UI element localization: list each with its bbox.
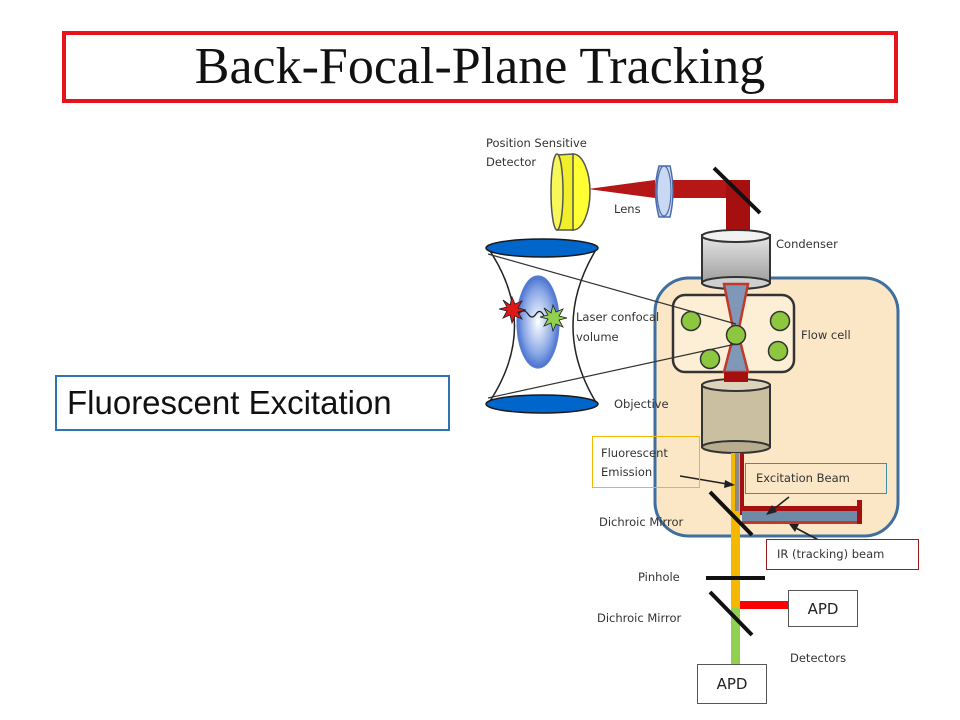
- green-molecule-icon: [539, 303, 568, 333]
- pinhole-label: Pinhole: [638, 570, 680, 584]
- page-title: Back-Focal-Plane Tracking: [194, 38, 766, 95]
- particle: [725, 324, 747, 346]
- detectors-label: Detectors: [790, 651, 846, 665]
- apd-detector-bottom: APD: [697, 664, 767, 704]
- apd-detector-right: APD: [788, 590, 858, 627]
- ir-beam-top: [588, 180, 655, 198]
- objective-collar: [724, 372, 748, 382]
- confocal-hourglass: [487, 247, 598, 405]
- volume-bottom-disk: [485, 394, 599, 414]
- ir-beam-right-vertical: [857, 500, 862, 524]
- ir-beam-label: IR (tracking) beam: [777, 547, 885, 561]
- ir-beam-box: IR (tracking) beam: [766, 539, 919, 570]
- psd-label-line2: Detector: [486, 155, 536, 169]
- laser-label-line2: volume: [576, 330, 619, 344]
- fluor-arrowhead: [724, 480, 735, 488]
- emission-gray: [735, 453, 739, 511]
- flow-cell-label: Flow cell: [801, 328, 851, 342]
- fluorescent-excitation-box: Fluorescent Excitation: [55, 375, 450, 431]
- fluorescent-excitation-label: Fluorescent Excitation: [67, 384, 392, 421]
- emission-beam: [731, 453, 740, 608]
- condenser-top: [701, 229, 771, 243]
- excitation-beam-line: [742, 511, 860, 521]
- fluorescent-emission-line1: Fluorescent: [601, 446, 668, 460]
- top-mirror: [712, 166, 762, 215]
- dichroic-mirror-1: [708, 490, 754, 537]
- excitation-arrowhead: [766, 505, 777, 515]
- excitation-beam-box: Excitation Beam: [745, 463, 887, 494]
- particle: [767, 340, 789, 362]
- excitation-beam-label: Excitation Beam: [756, 471, 850, 485]
- dichroic-mirror-1-label: Dichroic Mirror: [599, 515, 684, 529]
- red-branch-beam: [740, 601, 790, 609]
- ir-beam-horizontal-lower: [742, 506, 860, 511]
- particle: [680, 310, 702, 332]
- excitation-beam-red-edge: [742, 521, 860, 524]
- apd-bottom-label: APD: [716, 675, 748, 693]
- title-box: Back-Focal-Plane Tracking: [62, 31, 898, 103]
- ir-arrowhead: [789, 524, 799, 532]
- apd-right-label: APD: [807, 599, 839, 618]
- fluor-arrow: [679, 475, 734, 486]
- ir-beam-vertical-lower: [740, 453, 744, 515]
- molecule-linker: [517, 310, 545, 318]
- projection-line: [487, 343, 737, 399]
- dichroic-mirror-2-label: Dichroic Mirror: [597, 611, 682, 625]
- red-molecule-icon: [498, 295, 527, 325]
- objective-body: [701, 384, 771, 448]
- fluorescent-emission-box: Fluorescent Emission: [592, 436, 700, 488]
- lens-face: [656, 165, 672, 217]
- volume-top-disk: [485, 238, 599, 258]
- objective-bottom: [701, 440, 771, 454]
- psd-label-line1: Position Sensitive: [486, 136, 587, 150]
- lens-label: Lens: [614, 202, 641, 216]
- objective-label: Objective: [614, 397, 669, 411]
- particle: [699, 348, 721, 370]
- psd-face: [550, 153, 564, 231]
- laser-label-line1: Laser confocal: [576, 310, 659, 324]
- condenser-label: Condenser: [776, 237, 838, 251]
- ir-beam-vertical: [726, 180, 750, 235]
- dichroic-mirror-2: [708, 590, 754, 637]
- particle: [769, 310, 791, 332]
- fluorescent-emission-line2: Emission: [601, 465, 653, 479]
- projection-line: [487, 253, 737, 325]
- green-beam: [731, 608, 740, 664]
